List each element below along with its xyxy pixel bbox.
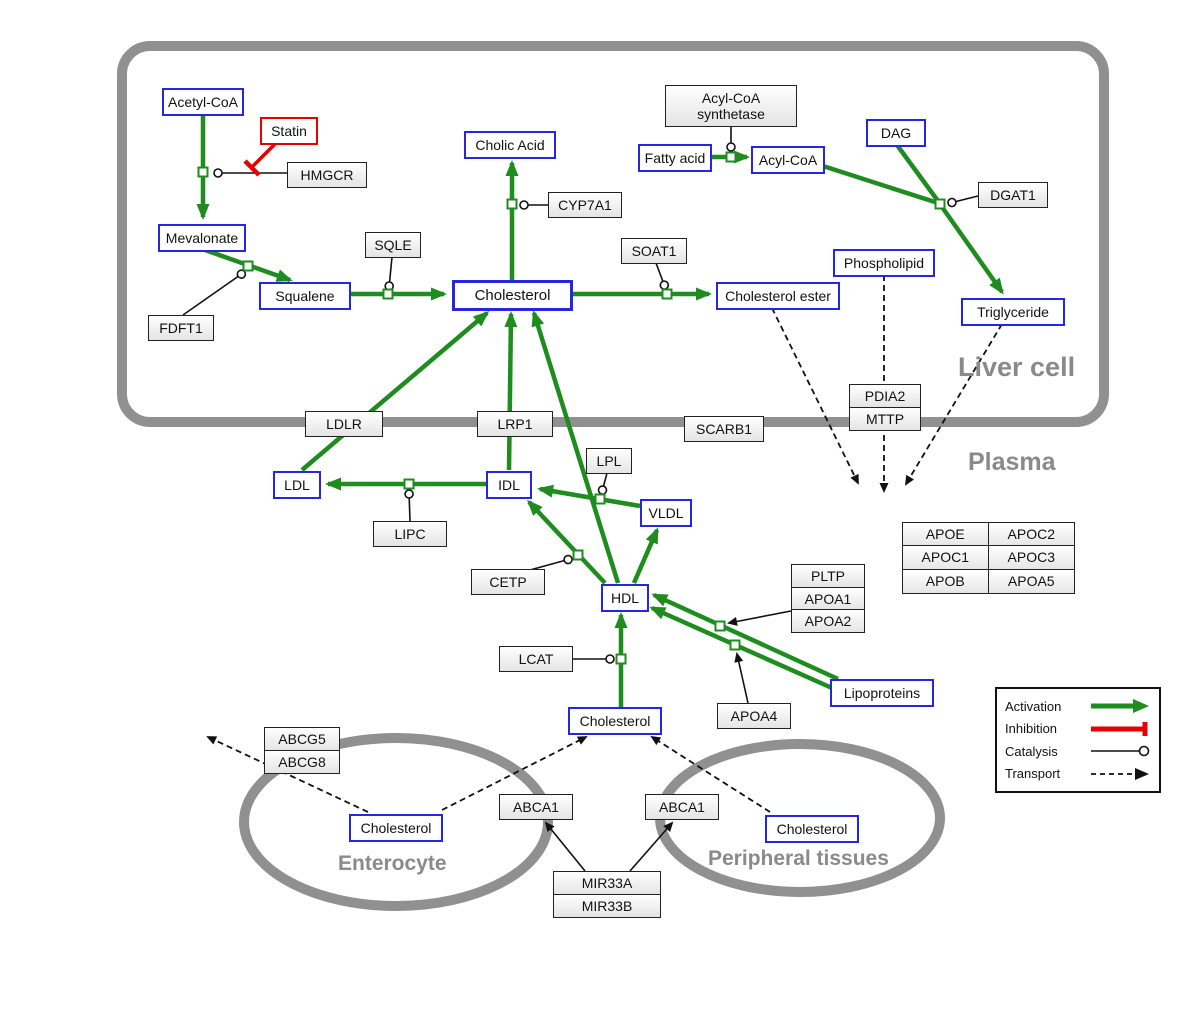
node-fatty-acid[interactable]: Fatty acid	[638, 144, 712, 173]
node-hdl[interactable]: HDL	[601, 584, 649, 613]
legend-inhibition-label: Inhibition	[1005, 721, 1058, 737]
node-apoa4[interactable]: APOA4	[717, 703, 791, 730]
regulatory-edges	[544, 610, 792, 872]
apolipoprotein-table: APOE APOC2 APOC1 APOC3 APOB APOA5	[901, 521, 1075, 594]
node-acyl-coa[interactable]: Acyl-CoA	[751, 146, 825, 175]
stack-pltp-apoa1-apoa2: PLTP APOA1 APOA2	[791, 564, 865, 633]
reaction-nodes	[197, 151, 946, 665]
node-cholesterol-plasma[interactable]: Cholesterol	[568, 707, 662, 736]
node-squalene[interactable]: Squalene	[259, 282, 351, 311]
liver-cell-label: Liver cell	[958, 352, 1076, 382]
node-phospholipid[interactable]: Phospholipid	[833, 249, 935, 278]
stack-pdia2-mttp: PDIA2 MTTP	[849, 384, 921, 431]
node-apob[interactable]: APOB	[901, 568, 989, 594]
node-abca1-peripheral[interactable]: ABCA1	[645, 794, 719, 821]
node-cetp[interactable]: CETP	[471, 569, 545, 596]
node-apoa2[interactable]: APOA2	[791, 609, 865, 633]
node-mir33b[interactable]: MIR33B	[553, 893, 661, 918]
legend-transport: Transport	[1005, 763, 1151, 785]
inhibition-edge-statin	[243, 141, 278, 177]
legend-catalysis-label: Catalysis	[1005, 743, 1058, 759]
node-abca1-enterocyte[interactable]: ABCA1	[499, 794, 573, 821]
stack-abcg5-abcg8: ABCG5 ABCG8	[264, 727, 340, 774]
legend-activation: Activation	[1005, 695, 1151, 717]
legend-catalysis: Catalysis	[1005, 740, 1151, 762]
node-fdft1[interactable]: FDFT1	[148, 315, 214, 342]
stack-mir33: MIR33A MIR33B	[553, 871, 661, 918]
node-cholic-acid[interactable]: Cholic Acid	[464, 131, 556, 160]
legend-inhibition: Inhibition	[1005, 718, 1151, 740]
node-lrp1[interactable]: LRP1	[477, 411, 553, 438]
node-ldlr[interactable]: LDLR	[305, 411, 383, 438]
legend-transport-label: Transport	[1005, 766, 1061, 782]
node-cholesterol-liver[interactable]: Cholesterol	[452, 280, 573, 312]
node-abcg8[interactable]: ABCG8	[264, 749, 340, 774]
node-sqle[interactable]: SQLE	[365, 232, 421, 259]
inhibition-tbar-icon	[1091, 721, 1148, 736]
node-cholesterol-enterocyte[interactable]: Cholesterol	[349, 814, 443, 843]
node-lpl[interactable]: LPL	[586, 448, 632, 475]
node-apoc2[interactable]: APOC2	[987, 521, 1075, 547]
legend-activation-label: Activation	[1005, 698, 1062, 714]
node-mttp[interactable]: MTTP	[849, 406, 921, 431]
node-apoa1[interactable]: APOA1	[791, 586, 865, 611]
node-scarb1[interactable]: SCARB1	[684, 416, 764, 443]
node-lcat[interactable]: LCAT	[499, 646, 573, 673]
node-vldl[interactable]: VLDL	[640, 499, 692, 528]
node-dag[interactable]: DAG	[866, 119, 926, 148]
liver-cell-membrane	[117, 41, 1109, 427]
node-ldl[interactable]: LDL	[273, 471, 321, 500]
enterocyte-label: Enterocyte	[338, 852, 447, 875]
node-pdia2[interactable]: PDIA2	[849, 384, 921, 408]
activation-edges	[196, 114, 1004, 707]
node-pltp[interactable]: PLTP	[791, 564, 865, 588]
node-cholesterol-peripheral[interactable]: Cholesterol	[765, 815, 859, 844]
node-lipc[interactable]: LIPC	[373, 521, 447, 548]
node-triglyceride[interactable]: Triglyceride	[961, 298, 1065, 327]
node-cyp7a1[interactable]: CYP7A1	[548, 192, 622, 219]
node-apoa5[interactable]: APOA5	[987, 568, 1075, 594]
node-apoe[interactable]: APOE	[901, 521, 989, 547]
transport-edges	[206, 275, 1003, 813]
peripheral-tissues-label: Peripheral tissues	[708, 847, 889, 870]
node-dgat1[interactable]: DGAT1	[978, 182, 1048, 209]
node-acyl-coa-synthetase[interactable]: Acyl-CoA synthetase	[665, 85, 797, 128]
catalysis-circle-icon	[1091, 746, 1150, 757]
transport-dashed-arrow-icon	[1091, 767, 1149, 780]
node-lipoproteins[interactable]: Lipoproteins	[830, 679, 934, 708]
node-statin[interactable]: Statin	[260, 117, 318, 146]
node-apoc3[interactable]: APOC3	[987, 545, 1075, 570]
activation-arrow-icon	[1091, 699, 1149, 713]
node-hmgcr[interactable]: HMGCR	[287, 162, 367, 189]
node-abcg5[interactable]: ABCG5	[264, 727, 340, 751]
node-mevalonate[interactable]: Mevalonate	[158, 224, 246, 253]
node-cholesterol-ester[interactable]: Cholesterol ester	[716, 282, 840, 311]
node-acetyl-coa[interactable]: Acetyl-CoA	[162, 88, 244, 117]
node-mir33a[interactable]: MIR33A	[553, 871, 661, 895]
legend: Activation Inhibition Catalysis Transpor…	[995, 687, 1161, 793]
node-idl[interactable]: IDL	[486, 471, 532, 500]
node-apoc1[interactable]: APOC1	[901, 545, 989, 570]
plasma-label: Plasma	[968, 448, 1056, 476]
node-soat1[interactable]: SOAT1	[621, 238, 687, 265]
